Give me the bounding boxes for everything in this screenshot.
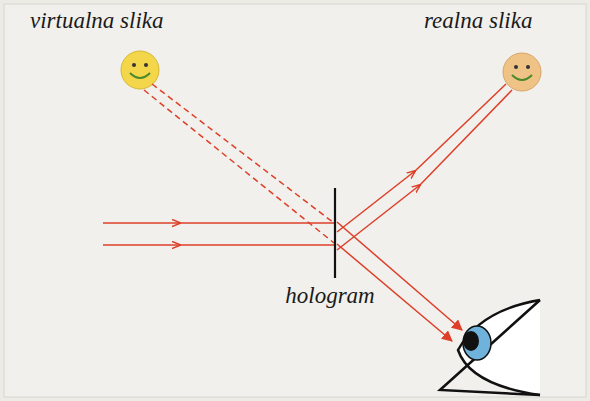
hologram-plate [334,188,336,278]
light-rays [103,84,512,341]
virtual-image-smiley [121,51,159,89]
paper-ground [4,4,586,397]
real-image-smiley [503,53,541,91]
eye-symbol [440,300,540,395]
image-label: realna slika [424,9,532,32]
image-label: virtualna slika [30,9,164,32]
image-label: hologram [285,284,374,307]
